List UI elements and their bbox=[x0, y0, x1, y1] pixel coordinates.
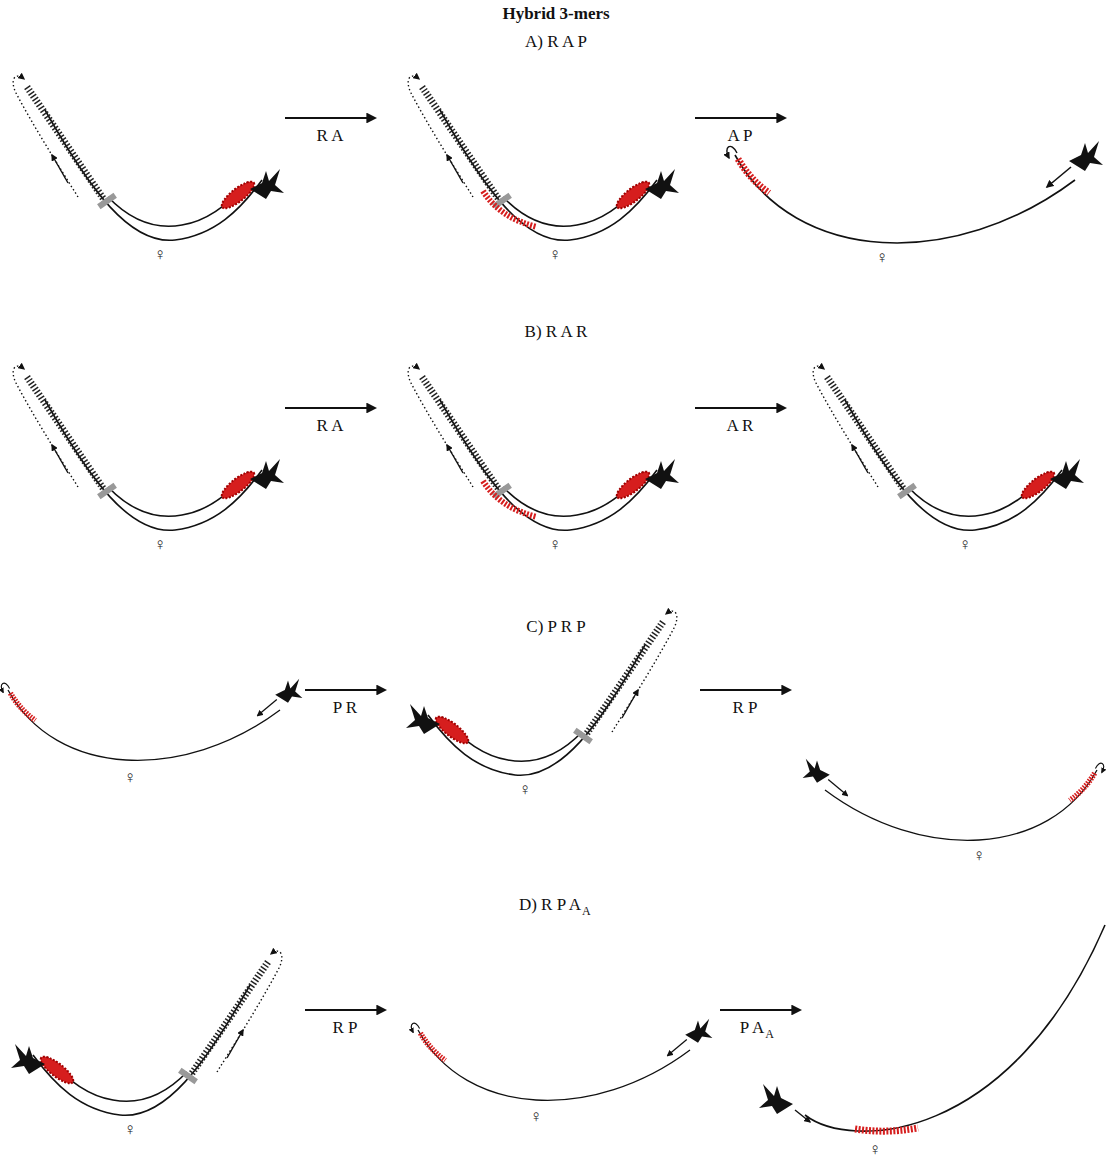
transition-label: P A bbox=[740, 1018, 764, 1038]
tract-additional bbox=[759, 925, 1105, 1131]
sperm-mixing bbox=[483, 481, 537, 517]
subscript: A bbox=[582, 904, 591, 918]
tract-retention bbox=[408, 366, 679, 530]
female-symbol: ♀ bbox=[973, 846, 986, 866]
transition-arrow bbox=[700, 689, 790, 691]
transition-arrow bbox=[695, 407, 785, 409]
transition-arrow bbox=[720, 1009, 800, 1011]
panel-heading: C) P R P bbox=[526, 617, 585, 637]
transition-arrow bbox=[305, 689, 385, 691]
tract-retention bbox=[13, 76, 284, 240]
transition-arrow bbox=[305, 1009, 385, 1011]
female-symbol: ♀ bbox=[869, 1140, 882, 1160]
transition-label: R P bbox=[332, 1018, 357, 1038]
transition-label: P R bbox=[333, 698, 357, 718]
female-symbol: ♀ bbox=[519, 780, 532, 800]
female-symbol: ♀ bbox=[154, 535, 167, 555]
panel-heading: B) R A R bbox=[525, 322, 588, 342]
transition-label: R A bbox=[317, 126, 344, 146]
figure-title: Hybrid 3-mers bbox=[502, 4, 609, 24]
panel-heading: D) R P A bbox=[519, 895, 581, 915]
panel-heading: A) R A P bbox=[525, 32, 587, 52]
tract-pollination bbox=[2, 679, 303, 761]
female-symbol: ♀ bbox=[959, 535, 972, 555]
sperm-mixing bbox=[483, 191, 537, 227]
female-symbol: ♀ bbox=[124, 1120, 137, 1140]
transition-arrow bbox=[285, 117, 375, 119]
tract-retention bbox=[408, 76, 679, 240]
transition-label: R A bbox=[317, 416, 344, 436]
tract-retention bbox=[406, 611, 677, 775]
tract-pollination bbox=[412, 1019, 713, 1101]
transition-label: A R bbox=[727, 416, 754, 436]
tract-pollination bbox=[803, 759, 1104, 841]
female-symbol: ♀ bbox=[154, 245, 167, 265]
tract-retention bbox=[11, 951, 282, 1115]
female-symbol: ♀ bbox=[876, 248, 889, 268]
subscript: A bbox=[765, 1027, 774, 1041]
female-symbol: ♀ bbox=[549, 535, 562, 555]
tract-pollination bbox=[727, 141, 1103, 243]
tract-retention bbox=[813, 366, 1084, 530]
female-symbol: ♀ bbox=[530, 1107, 543, 1127]
transition-label: R P bbox=[732, 698, 757, 718]
female-symbol: ♀ bbox=[549, 245, 562, 265]
transition-arrow bbox=[695, 117, 785, 119]
transition-arrow bbox=[285, 407, 375, 409]
transition-label: A P bbox=[727, 126, 752, 146]
female-symbol: ♀ bbox=[124, 768, 137, 788]
tract-retention bbox=[13, 366, 284, 530]
